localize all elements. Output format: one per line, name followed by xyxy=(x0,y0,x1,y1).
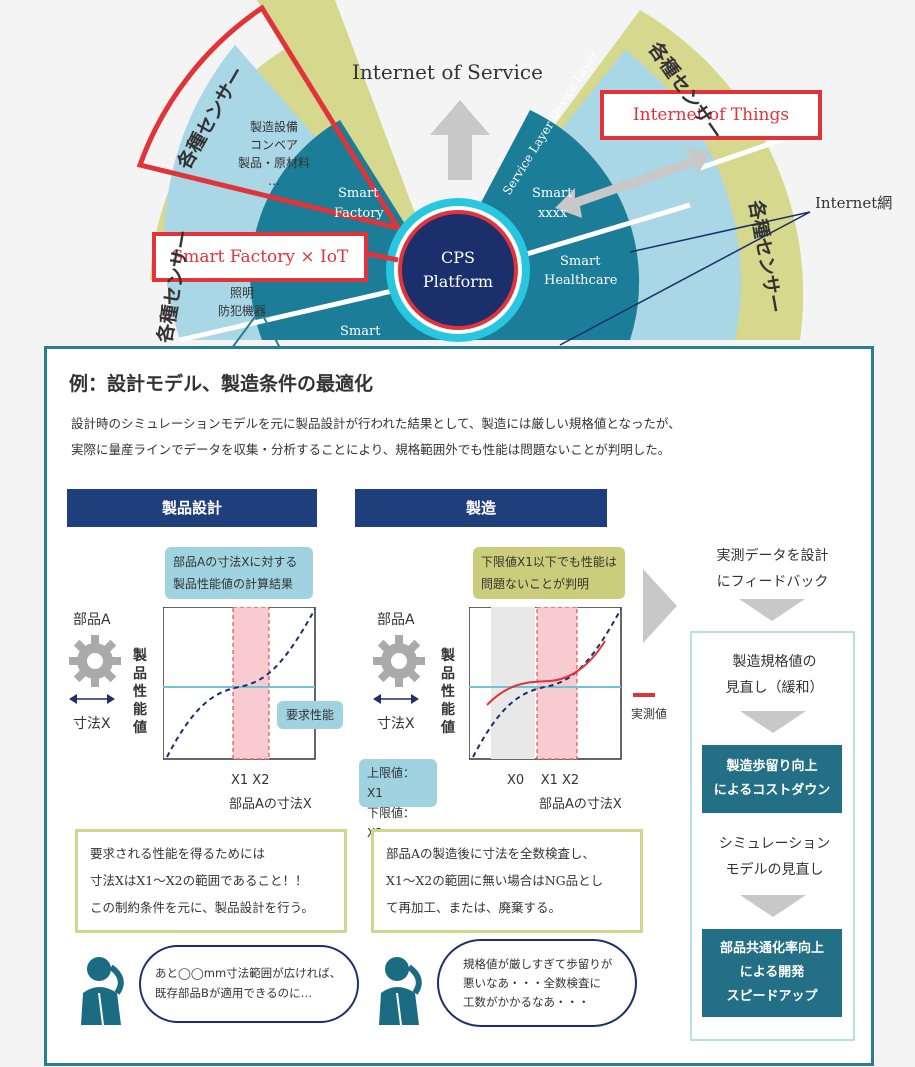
device-item: 製品・原材料 xyxy=(237,156,310,170)
improvement-column: 製造規格値の 見直し（緩和） 製造歩留り向上 によるコストダウン シミュレーショ… xyxy=(690,631,855,1041)
internet-net-label: Internet網 xyxy=(815,194,893,212)
smart-factory-iot-tag: Smart Factory × IoT xyxy=(152,232,368,282)
internet-of-things-tag: Internet of Things xyxy=(600,90,822,140)
dimension-x-label-mfg: 寸法X xyxy=(377,716,415,732)
thought-bubble-design: あと◯◯mm寸法範囲が広ければ、 既存部品Bが適用できるのに… xyxy=(139,945,359,1023)
gear-icon xyxy=(373,635,425,687)
cps-core xyxy=(398,210,518,330)
double-arrow-icon xyxy=(69,694,115,704)
design-constraint-note: 要求される性能を得るためには 寸法XはX1～X2の範囲であること！！ この制約条… xyxy=(75,829,347,933)
sector-health-1: Smart xyxy=(560,254,601,269)
feedback-text: 実測データを設計 にフィードバック xyxy=(716,548,829,590)
sector-health-2: Healthcare xyxy=(544,273,618,288)
gear-icon xyxy=(69,635,121,687)
x-axis-label-mfg: 部品Aの寸法X xyxy=(539,797,622,812)
sim-review-text: シミュレーション モデルの見直し xyxy=(718,836,831,878)
cost-down-box: 製造歩留り向上 によるコストダウン xyxy=(702,745,842,813)
sector-xxxx-2: xxxx xyxy=(538,206,568,221)
down-arrow-icon xyxy=(740,895,806,917)
speed-up-box: 部品共通化率向上 による開発 スピードアップ xyxy=(702,929,842,1017)
calc-result-callout: 部品Aの寸法Xに対する 製品性能値の計算結果 xyxy=(165,547,313,599)
measured-legend-swatch xyxy=(633,693,655,697)
sector-factory-1: Smart xyxy=(338,186,379,201)
cps-label-1: CPS xyxy=(441,248,475,267)
design-chart xyxy=(163,607,316,760)
device-item: … xyxy=(268,174,280,188)
flow-arrow-icon xyxy=(643,569,677,643)
down-arrow-icon xyxy=(740,711,806,733)
measured-legend-label: 実測値 xyxy=(631,707,668,721)
x-axis-label: 部品Aの寸法X xyxy=(229,797,312,812)
sector-factory-2: Factory xyxy=(334,206,384,221)
device-item: 防犯機器 xyxy=(217,304,266,318)
finding-callout: 下限値X1以下でも性能は 問題ないことが判明 xyxy=(473,547,625,599)
x-ticks-mfg: X0 X1 X2 xyxy=(507,773,580,788)
highlight-sector xyxy=(136,4,404,232)
thought-bubble-mfg: 規格値が厳しすぎて歩留りが 悪いなあ・・・全数検査に 工数がかかるなあ・・・ xyxy=(437,939,637,1027)
device-item: 照明 xyxy=(229,286,254,300)
engineer-icon xyxy=(81,957,124,1025)
limits-callout: 上限値：X1 下限値：X2 xyxy=(359,759,437,840)
panel-intro-2: 実際に量産ラインでデータを収集・分析することにより、規格範囲外でも性能は問題ない… xyxy=(71,442,671,457)
x-ticks: X1 X2 xyxy=(231,773,270,788)
up-arrow xyxy=(430,100,490,180)
double-arrow xyxy=(555,148,710,218)
spec-review-text: 製造規格値の 見直し（緩和） xyxy=(725,654,824,696)
manufacturing-chart xyxy=(469,607,622,760)
internet-of-service-label: Internet of Service xyxy=(352,60,543,84)
y-axis-label: 製品性能値 xyxy=(133,648,147,736)
banner-manufacturing: 製造 xyxy=(355,489,607,527)
cps-label-2: Platform xyxy=(422,272,494,291)
inspection-note: 部品Aの製造後に寸法を全数検査し、 X1～X2の範囲に無い場合はNG品とし て再… xyxy=(371,829,643,933)
part-a-label-mfg: 部品A xyxy=(377,612,415,628)
down-arrow-icon xyxy=(739,599,805,621)
double-arrow-icon xyxy=(373,694,419,704)
device-item: コンベア xyxy=(249,138,298,152)
device-list: 製造設備 コンベア 製品・原材料 … xyxy=(236,118,312,190)
sector-bottom: Smart xyxy=(340,324,381,339)
panel-title: 例：設計モデル、製造条件の最適化 xyxy=(69,373,374,395)
panel-intro-1: 設計時のシミュレーションモデルを元に製品設計が行われた結果として、製造には厳しい… xyxy=(71,416,681,431)
example-panel: 例：設計モデル、製造条件の最適化 設計時のシミュレーションモデルを元に製品設計が… xyxy=(44,346,874,1066)
device-list-2: 照明 防犯機器 xyxy=(204,284,280,320)
worker-icon xyxy=(379,957,422,1025)
required-performance-callout: 要求性能 xyxy=(277,701,343,729)
y-axis-label-mfg: 製品性能値 xyxy=(441,648,455,736)
part-a-label: 部品A xyxy=(73,612,111,628)
sector-xxxx-1: Smart xyxy=(532,186,573,201)
device-item: 製造設備 xyxy=(249,120,298,134)
banner-design: 製品設計 xyxy=(67,489,317,527)
dimension-x-label: 寸法X xyxy=(73,716,111,732)
